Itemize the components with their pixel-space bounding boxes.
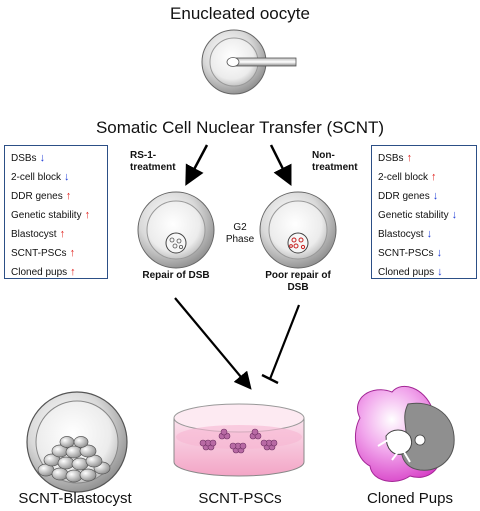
up-arrow-icon: ↑ bbox=[406, 152, 413, 164]
down-arrow-icon: ↓ bbox=[39, 152, 46, 164]
outcome-label: Cloned pups bbox=[378, 267, 435, 278]
outcome-row: 2-cell block↑ bbox=[372, 168, 476, 187]
poor-repair-label: Poor repair of DSB bbox=[265, 270, 331, 293]
inhibit-line bbox=[268, 304, 301, 380]
outcome-label: Genetic stability bbox=[11, 210, 82, 221]
outcome-label: DDR genes bbox=[11, 191, 63, 202]
arrow-repair-to-dish bbox=[174, 297, 252, 390]
outcome-label: 2-cell block bbox=[378, 172, 429, 183]
outcome-label: DSBs bbox=[11, 153, 37, 164]
outcome-row: SCNT-PSCs↓ bbox=[372, 244, 476, 263]
outcome-label: 2-cell block bbox=[11, 172, 62, 183]
outcome-row: SCNT-PSCs↑ bbox=[5, 244, 107, 263]
inhibit-bar bbox=[261, 373, 279, 385]
arrow-non bbox=[269, 144, 292, 186]
g2-cell-left-icon bbox=[137, 191, 215, 269]
label-scnt-blastocyst: SCNT-Blastocyst bbox=[18, 490, 132, 507]
outcome-row: Cloned pups↓ bbox=[372, 263, 476, 282]
outcome-row: Genetic stability↓ bbox=[372, 206, 476, 225]
up-arrow-icon: ↑ bbox=[431, 171, 437, 183]
scnt-title: Somatic Cell Nuclear Transfer (SCNT) bbox=[95, 118, 385, 137]
left-outcome-box: DSBs↓2-cell block↓DDR genes↑Genetic stab… bbox=[4, 145, 108, 279]
label-cloned-pups: Cloned Pups bbox=[367, 490, 453, 507]
outcome-row: Blastocyst↑ bbox=[5, 225, 107, 244]
up-arrow-icon: ↑ bbox=[65, 190, 72, 202]
outcome-row: DDR genes↓ bbox=[372, 187, 476, 206]
down-arrow-icon: ↓ bbox=[64, 171, 70, 183]
outcome-row: DSBs↓ bbox=[5, 149, 107, 168]
outcome-label: DSBs bbox=[378, 153, 404, 164]
outcome-label: Cloned pups bbox=[11, 267, 68, 278]
down-arrow-icon: ↓ bbox=[451, 209, 458, 221]
oocyte-title: Enucleated oocyte bbox=[170, 4, 310, 23]
up-arrow-icon: ↑ bbox=[84, 209, 91, 221]
g2-cell-right-icon bbox=[259, 191, 337, 269]
outcome-label: DDR genes bbox=[378, 191, 430, 202]
arrow-rs1 bbox=[185, 144, 209, 186]
branch-label-non: Non- treatment bbox=[312, 150, 358, 173]
culture-dish-icon bbox=[173, 403, 305, 477]
outcome-label: Blastocyst bbox=[378, 229, 424, 240]
up-arrow-icon: ↑ bbox=[59, 228, 66, 240]
down-arrow-icon: ↓ bbox=[426, 228, 433, 240]
g2-phase-label: G2 Phase bbox=[225, 222, 255, 245]
enucleated-oocyte-icon bbox=[201, 29, 297, 95]
blastocyst-icon bbox=[26, 391, 128, 493]
down-arrow-icon: ↓ bbox=[437, 266, 443, 278]
outcome-row: DDR genes↑ bbox=[5, 187, 107, 206]
up-arrow-icon: ↑ bbox=[70, 266, 76, 278]
outcome-row: Cloned pups↑ bbox=[5, 263, 107, 282]
down-arrow-icon: ↓ bbox=[432, 190, 439, 202]
outcome-label: SCNT-PSCs bbox=[378, 248, 434, 259]
outcome-label: Blastocyst bbox=[11, 229, 57, 240]
cloned-pup-icon bbox=[354, 386, 455, 482]
outcome-row: DSBs↑ bbox=[372, 149, 476, 168]
branch-label-rs1: RS-1- treatment bbox=[130, 150, 176, 173]
outcome-row: 2-cell block↓ bbox=[5, 168, 107, 187]
outcome-label: Genetic stability bbox=[378, 210, 449, 221]
label-scnt-pscs: SCNT-PSCs bbox=[198, 490, 282, 507]
right-outcome-box: DSBs↑2-cell block↑DDR genes↓Genetic stab… bbox=[371, 145, 477, 279]
down-arrow-icon: ↓ bbox=[436, 247, 443, 259]
up-arrow-icon: ↑ bbox=[69, 247, 76, 259]
outcome-row: Genetic stability↑ bbox=[5, 206, 107, 225]
outcome-row: Blastocyst↓ bbox=[372, 225, 476, 244]
outcome-label: SCNT-PSCs bbox=[11, 248, 67, 259]
repair-dsb-label: Repair of DSB bbox=[142, 270, 210, 281]
